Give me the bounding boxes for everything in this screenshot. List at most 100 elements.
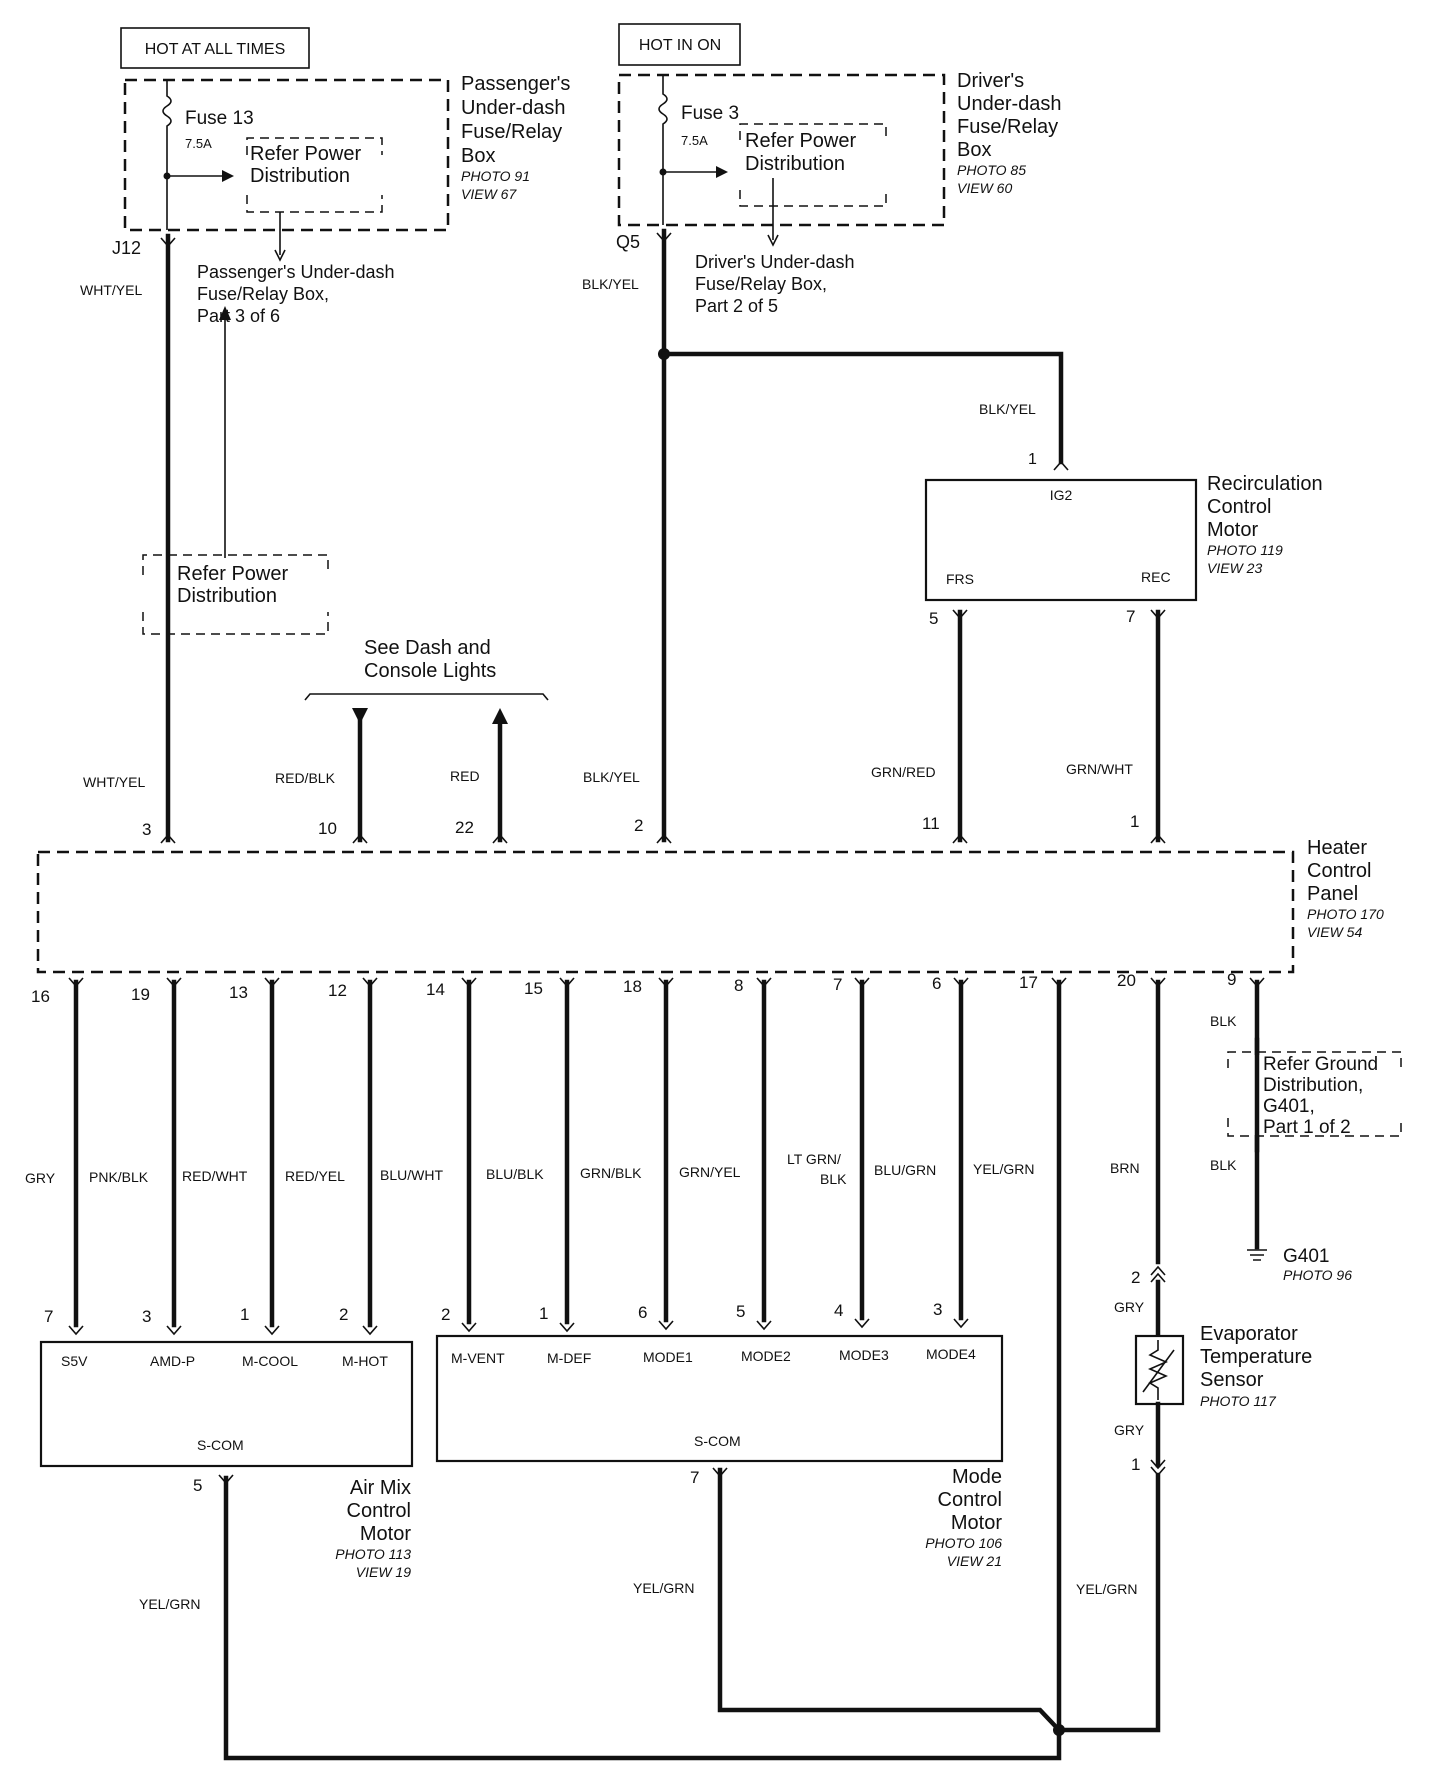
mc-pin-5: 5 [736, 1302, 745, 1321]
thermistor-diagonal [1142, 1349, 1175, 1393]
mc-pin-6: 6 [638, 1303, 647, 1322]
evap-pin-1: 1 [1131, 1455, 1140, 1474]
fuse-3-amp: 7.5A [681, 133, 708, 148]
heater-control-panel-outline [36, 850, 1295, 974]
hcp-pin-22: 22 [455, 818, 474, 837]
am-s-com: S-COM [197, 1437, 244, 1453]
recirc-pin-7: 7 [1126, 607, 1135, 626]
wire-label-lt-grn-blk-2: BLK [820, 1171, 847, 1187]
mc-view: VIEW 21 [947, 1553, 1002, 1569]
drv-box-photo: PHOTO 85 [957, 162, 1026, 178]
wire-label-wht-yel-top: WHT/YEL [80, 282, 142, 298]
refer-ground-bracket [1227, 1051, 1402, 1137]
pass-box-title-2: Under-dash [461, 97, 566, 119]
hcp-pin-19: 19 [131, 985, 150, 1004]
recirc-title-1: Recirculation [1207, 473, 1323, 495]
wire-label-gry-evap-bottom: GRY [1114, 1422, 1145, 1438]
am-top-connectors [68, 1325, 378, 1336]
pass-ref-2: Fuse/Relay Box, [197, 284, 329, 304]
hcp-photo: PHOTO 170 [1307, 906, 1384, 922]
refer-power-label-3b: Distribution [745, 153, 845, 175]
hcp-pin-10: 10 [318, 819, 337, 838]
arrow-down-icon [352, 708, 368, 724]
mc-mode1: MODE1 [643, 1349, 693, 1365]
recirc-view: VIEW 23 [1207, 560, 1262, 576]
wire-label-blk-yel-top: BLK/YEL [582, 276, 639, 292]
mc-m-vent: M-VENT [451, 1350, 505, 1366]
pass-ref-3: Part 3 of 6 [197, 306, 280, 326]
hcp-pin-12: 12 [328, 981, 347, 1000]
recirc-photo: PHOTO 119 [1207, 542, 1283, 558]
mc-pin-3: 3 [933, 1300, 942, 1319]
hot-at-all-times-label: HOT AT ALL TIMES [145, 41, 286, 58]
recirc-title-2: Control [1207, 496, 1271, 518]
wire-label-red: RED [450, 768, 480, 784]
hot-at-all-times-box [120, 27, 310, 69]
recirc-pin-5: 5 [929, 609, 938, 628]
ground-ref-1: Refer Ground [1263, 1054, 1378, 1075]
drv-ref-1: Driver's Under-dash [695, 252, 855, 272]
refer-power-bracket-2 [142, 554, 329, 635]
arrow-right-icon [716, 166, 728, 178]
passenger-fuse-box-outline [123, 78, 450, 232]
am-pin-3: 3 [142, 1307, 151, 1326]
drv-ref-2: Fuse/Relay Box, [695, 274, 827, 294]
evap-pin-2: 2 [1131, 1268, 1140, 1287]
wire-label-blu-grn: BLU/GRN [874, 1162, 936, 1178]
ground-ref-2: Distribution, [1263, 1075, 1363, 1096]
am-pin-2: 2 [339, 1305, 348, 1324]
fuse-3-symbol [658, 75, 668, 225]
pass-box-photo: PHOTO 91 [461, 168, 530, 184]
evap-pin-2-connector [1150, 1265, 1166, 1283]
wire-label-blu-wht: BLU/WHT [380, 1167, 443, 1183]
pass-ref-1: Passenger's Under-dash [197, 262, 395, 282]
hcp-title-3: Panel [1307, 883, 1358, 905]
hcp-pin-3: 3 [142, 820, 151, 839]
am-title-1: Air Mix [350, 1477, 411, 1499]
wire-label-grn-red: GRN/RED [871, 764, 936, 780]
arrow-down-icon [274, 249, 286, 262]
dash-lights-1: See Dash and [364, 637, 491, 659]
wire-label-gry: GRY [25, 1170, 56, 1186]
connector-j12: J12 [112, 238, 141, 258]
hot-in-on-label: HOT IN ON [639, 37, 721, 54]
refer-power-label-2b: Distribution [177, 585, 277, 607]
hcp-pin-2: 2 [634, 816, 643, 835]
fuse-13-label: Fuse 13 [185, 108, 254, 129]
refer-power-label-1a: Refer Power [250, 143, 361, 165]
pass-box-title-4: Box [461, 145, 495, 167]
mc-title-1: Mode [952, 1466, 1002, 1488]
hcp-pin-13: 13 [229, 983, 248, 1002]
drv-box-view: VIEW 60 [957, 180, 1012, 196]
arrow-down-icon [767, 234, 779, 247]
wire-label-yel-grn-evap: YEL/GRN [1076, 1581, 1137, 1597]
wire-label-grn-blk: GRN/BLK [580, 1165, 642, 1181]
hcp-view: VIEW 54 [1307, 924, 1362, 940]
mode-motor-box [435, 1334, 1004, 1463]
wire-yel-grn-mc [717, 1467, 1063, 1734]
hcp-pin-1: 1 [1130, 812, 1139, 831]
pass-box-title-1: Passenger's [461, 73, 570, 95]
mc-pin-4: 4 [834, 1301, 843, 1320]
mc-s-com: S-COM [694, 1433, 741, 1449]
hcp-pin-6: 6 [932, 974, 941, 993]
recirc-frs: FRS [946, 571, 974, 587]
mc-mode3: MODE3 [839, 1347, 889, 1363]
refer-ground-bg [1250, 1055, 1390, 1135]
drv-box-title-3: Fuse/Relay [957, 116, 1058, 138]
am-s5v: S5V [61, 1353, 88, 1369]
drv-ref-3: Part 2 of 5 [695, 296, 778, 316]
recirc-ig2: IG2 [1050, 487, 1073, 503]
hcp-pin-7: 7 [833, 975, 842, 994]
wire-label-yel-grn-17: YEL/GRN [973, 1161, 1034, 1177]
wire-label-wht-yel-bottom: WHT/YEL [83, 774, 145, 790]
g401-label: G401 [1283, 1246, 1329, 1267]
am-amd-p: AMD-P [150, 1353, 195, 1369]
wire-label-brn: BRN [1110, 1160, 1140, 1176]
wire-label-gry-evap-top: GRY [1114, 1299, 1145, 1315]
air-mix-motor-box [39, 1340, 414, 1468]
wire-blk-yel-branch [661, 351, 1064, 465]
wire-label-blk-top: BLK [1210, 1013, 1237, 1029]
hcp-pin-17: 17 [1019, 973, 1038, 992]
